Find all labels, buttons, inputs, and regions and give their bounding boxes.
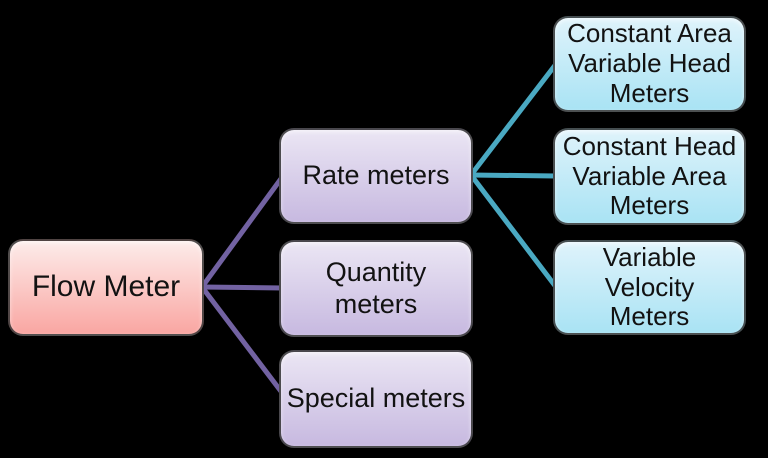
node-constant-head-variable-area-meters-label: Constant Head Variable Area Meters	[562, 130, 737, 221]
node-quantity-meters-label: Quantity meters	[325, 257, 427, 319]
edge-rate-meters-to-constant-head-variable-area	[468, 172, 559, 179]
node-rate-meters-label: Rate meters	[302, 160, 450, 191]
edge-flow-meter-to-rate-meters	[199, 173, 286, 290]
node-flow-meter-label: Flow Meter	[31, 270, 181, 304]
node-variable-velocity-meters: Variable Velocity Meters	[553, 240, 746, 335]
node-constant-area-variable-head-meters: Constant Area Variable Head Meters	[553, 16, 746, 112]
node-constant-head-variable-area-meters: Constant Head Variable Area Meters	[553, 128, 746, 225]
node-quantity-meters: Quantity meters	[279, 240, 473, 337]
edge-rate-meters-to-variable-velocity	[468, 172, 559, 290]
edge-flow-meter-to-special-meters	[199, 284, 286, 397]
edge-flow-meter-to-quantity-meters	[199, 284, 286, 291]
node-special-meters-label: Special meters	[286, 383, 466, 414]
node-constant-area-variable-head-meters-label: Constant Area Variable Head Meters	[567, 18, 732, 108]
edge-rate-meters-to-constant-area-variable-head	[468, 61, 559, 178]
node-rate-meters: Rate meters	[279, 128, 473, 224]
node-flow-meter: Flow Meter	[8, 239, 204, 336]
node-variable-velocity-meters-label: Variable Velocity Meters	[602, 241, 697, 332]
node-special-meters: Special meters	[279, 350, 473, 448]
